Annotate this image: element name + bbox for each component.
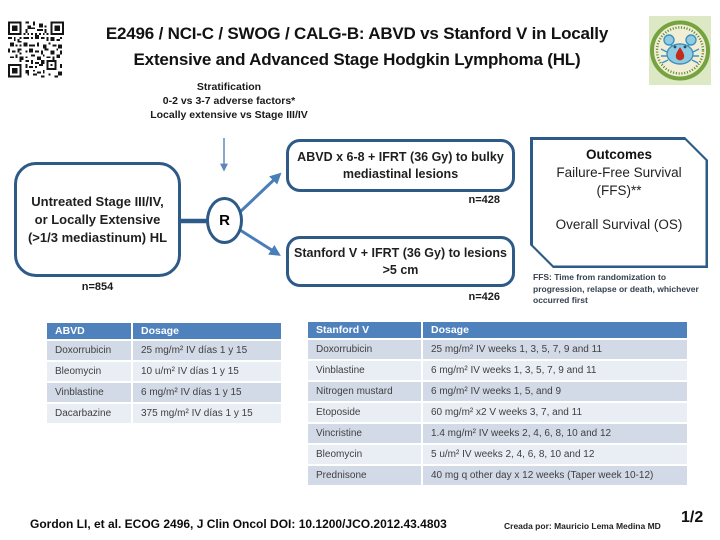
drug-name: Prednisone (308, 466, 421, 485)
page-title-line1: E2496 / NCI-C / SWOG / CALG-B: ABVD vs S… (105, 24, 609, 43)
table-row: Prednisone 40 mg q other day x 12 weeks … (308, 466, 687, 485)
abvd-header-regimen: ABVD (47, 323, 131, 339)
stratification-line2: 0-2 vs 3-7 adverse factors* (162, 95, 296, 107)
table-header-row: ABVD Dosage (47, 323, 281, 339)
table-row: Bleomycin 10 u/m² IV días 1 y 15 (47, 362, 281, 381)
crab-badge-logo-icon (649, 16, 711, 85)
population-box: Untreated Stage III/IV, or Locally Exten… (14, 162, 181, 277)
page-number: 1/2 (681, 509, 704, 526)
population-text: Untreated Stage III/IV, or Locally Exten… (27, 193, 168, 245)
drug-name: Doxorrubicin (47, 341, 131, 360)
stratification-note: Stratification 0-2 vs 3-7 adverse factor… (99, 80, 359, 122)
population-n-label: n=854 (81, 281, 114, 293)
drug-name: Vinblastine (47, 383, 131, 402)
drug-dosage: 1.4 mg/m² IV weeks 2, 4, 6, 8, 10 and 12 (423, 424, 687, 443)
arm1-box: ABVD x 6-8 + IFRT (36 Gy) to bulky media… (286, 139, 515, 192)
arm1-text: ABVD x 6-8 + IFRT (36 Gy) to bulky media… (297, 149, 504, 181)
table-row: Vinblastine 6 mg/m² IV weeks 1, 3, 5, 7,… (308, 361, 687, 380)
drug-name: Doxorrubicin (308, 340, 421, 359)
randomization-node: R (206, 197, 243, 244)
drug-name: Nitrogen mustard (308, 382, 421, 401)
drug-dosage: 25 mg/m² IV días 1 y 15 (133, 341, 281, 360)
arm2-n-label: n=426 (468, 291, 501, 303)
drug-name: Bleomycin (47, 362, 131, 381)
drug-dosage: 375 mg/m² IV días 1 y 15 (133, 404, 281, 423)
abvd-dosage-table: ABVD Dosage Doxorrubicin 25 mg/m² IV día… (47, 323, 281, 425)
r-to-arm1-arrow (238, 172, 282, 214)
drug-name: Vinblastine (308, 361, 421, 380)
outcomes-primary-endpoint: Failure-Free Survival (FFS)** (556, 164, 682, 198)
page-title-line2: Extensive and Advanced Stage Hodgkin Lym… (133, 50, 581, 69)
outcomes-title: Outcomes (585, 146, 653, 162)
arm2-box: Stanford V + IFRT (36 Gy) to lesions >5 … (286, 236, 515, 287)
outcomes-box-border: Outcomes Failure-Free Survival (FFS)** O… (530, 137, 708, 268)
citation-text: Gordon LI, et al. ECOG 2496, J Clin Onco… (30, 517, 447, 531)
table-row: Etoposide 60 mg/m² x2 V weeks 3, 7, and … (308, 403, 687, 422)
drug-name: Vincristine (308, 424, 421, 443)
drug-dosage: 6 mg/m² IV días 1 y 15 (133, 383, 281, 402)
table-row: Dacarbazine 375 mg/m² IV días 1 y 15 (47, 404, 281, 423)
table-row: Bleomycin 5 u/m² IV weeks 2, 4, 6, 8, 10… (308, 445, 687, 464)
table-row: Doxorrubicin 25 mg/m² IV días 1 y 15 (47, 341, 281, 360)
arm2-text: Stanford V + IFRT (36 Gy) to lesions >5 … (294, 245, 507, 277)
stanford-header-dosage: Dosage (423, 322, 687, 338)
table-row: Vinblastine 6 mg/m² IV días 1 y 15 (47, 383, 281, 402)
drug-name: Bleomycin (308, 445, 421, 464)
stanford-header-regimen: Stanford V (308, 322, 421, 338)
table-header-row: Stanford V Dosage (308, 322, 687, 338)
stratification-line3: Locally extensive vs Stage III/IV (150, 109, 308, 121)
drug-dosage: 5 u/m² IV weeks 2, 4, 6, 8, 10 and 12 (423, 445, 687, 464)
table-row: Doxorrubicin 25 mg/m² IV weeks 1, 3, 5, … (308, 340, 687, 359)
outcomes-secondary-endpoint: Overall Survival (OS) (555, 216, 683, 232)
drug-dosage: 6 mg/m² IV weeks 1, 3, 5, 7, 9 and 11 (423, 361, 687, 380)
drug-dosage: 10 u/m² IV días 1 y 15 (133, 362, 281, 381)
drug-dosage: 60 mg/m² x2 V weeks 3, 7, and 11 (423, 403, 687, 422)
randomization-label: R (219, 212, 230, 229)
outcomes-box-inner: Outcomes Failure-Free Survival (FFS)** O… (533, 140, 706, 266)
outcomes-box: Outcomes Failure-Free Survival (FFS)** O… (530, 137, 708, 268)
author-credit: Creada por: Mauricio Lema Medina MD (504, 521, 661, 531)
page-title: E2496 / NCI-C / SWOG / CALG-B: ABVD vs S… (68, 21, 646, 73)
stanford-v-dosage-table: Stanford V Dosage Doxorrubicin 25 mg/m² … (308, 322, 687, 487)
drug-name: Etoposide (308, 403, 421, 422)
drug-dosage: 25 mg/m² IV weeks 1, 3, 5, 7, 9 and 11 (423, 340, 687, 359)
table-row: Vincristine 1.4 mg/m² IV weeks 2, 4, 6, … (308, 424, 687, 443)
table-row: Nitrogen mustard 6 mg/m² IV weeks 1, 5, … (308, 382, 687, 401)
arm1-n-label: n=428 (468, 194, 501, 206)
drug-dosage: 40 mg q other day x 12 weeks (Taper week… (423, 466, 687, 485)
qr-code-icon (8, 21, 64, 78)
r-to-arm2-arrow (239, 228, 281, 256)
drug-dosage: 6 mg/m² IV weeks 1, 5, and 9 (423, 382, 687, 401)
drug-name: Dacarbazine (47, 404, 131, 423)
stratification-line1: Stratification (196, 81, 262, 93)
ffs-footnote: FFS: Time from randomization to progress… (533, 272, 699, 305)
abvd-header-dosage: Dosage (133, 323, 281, 339)
